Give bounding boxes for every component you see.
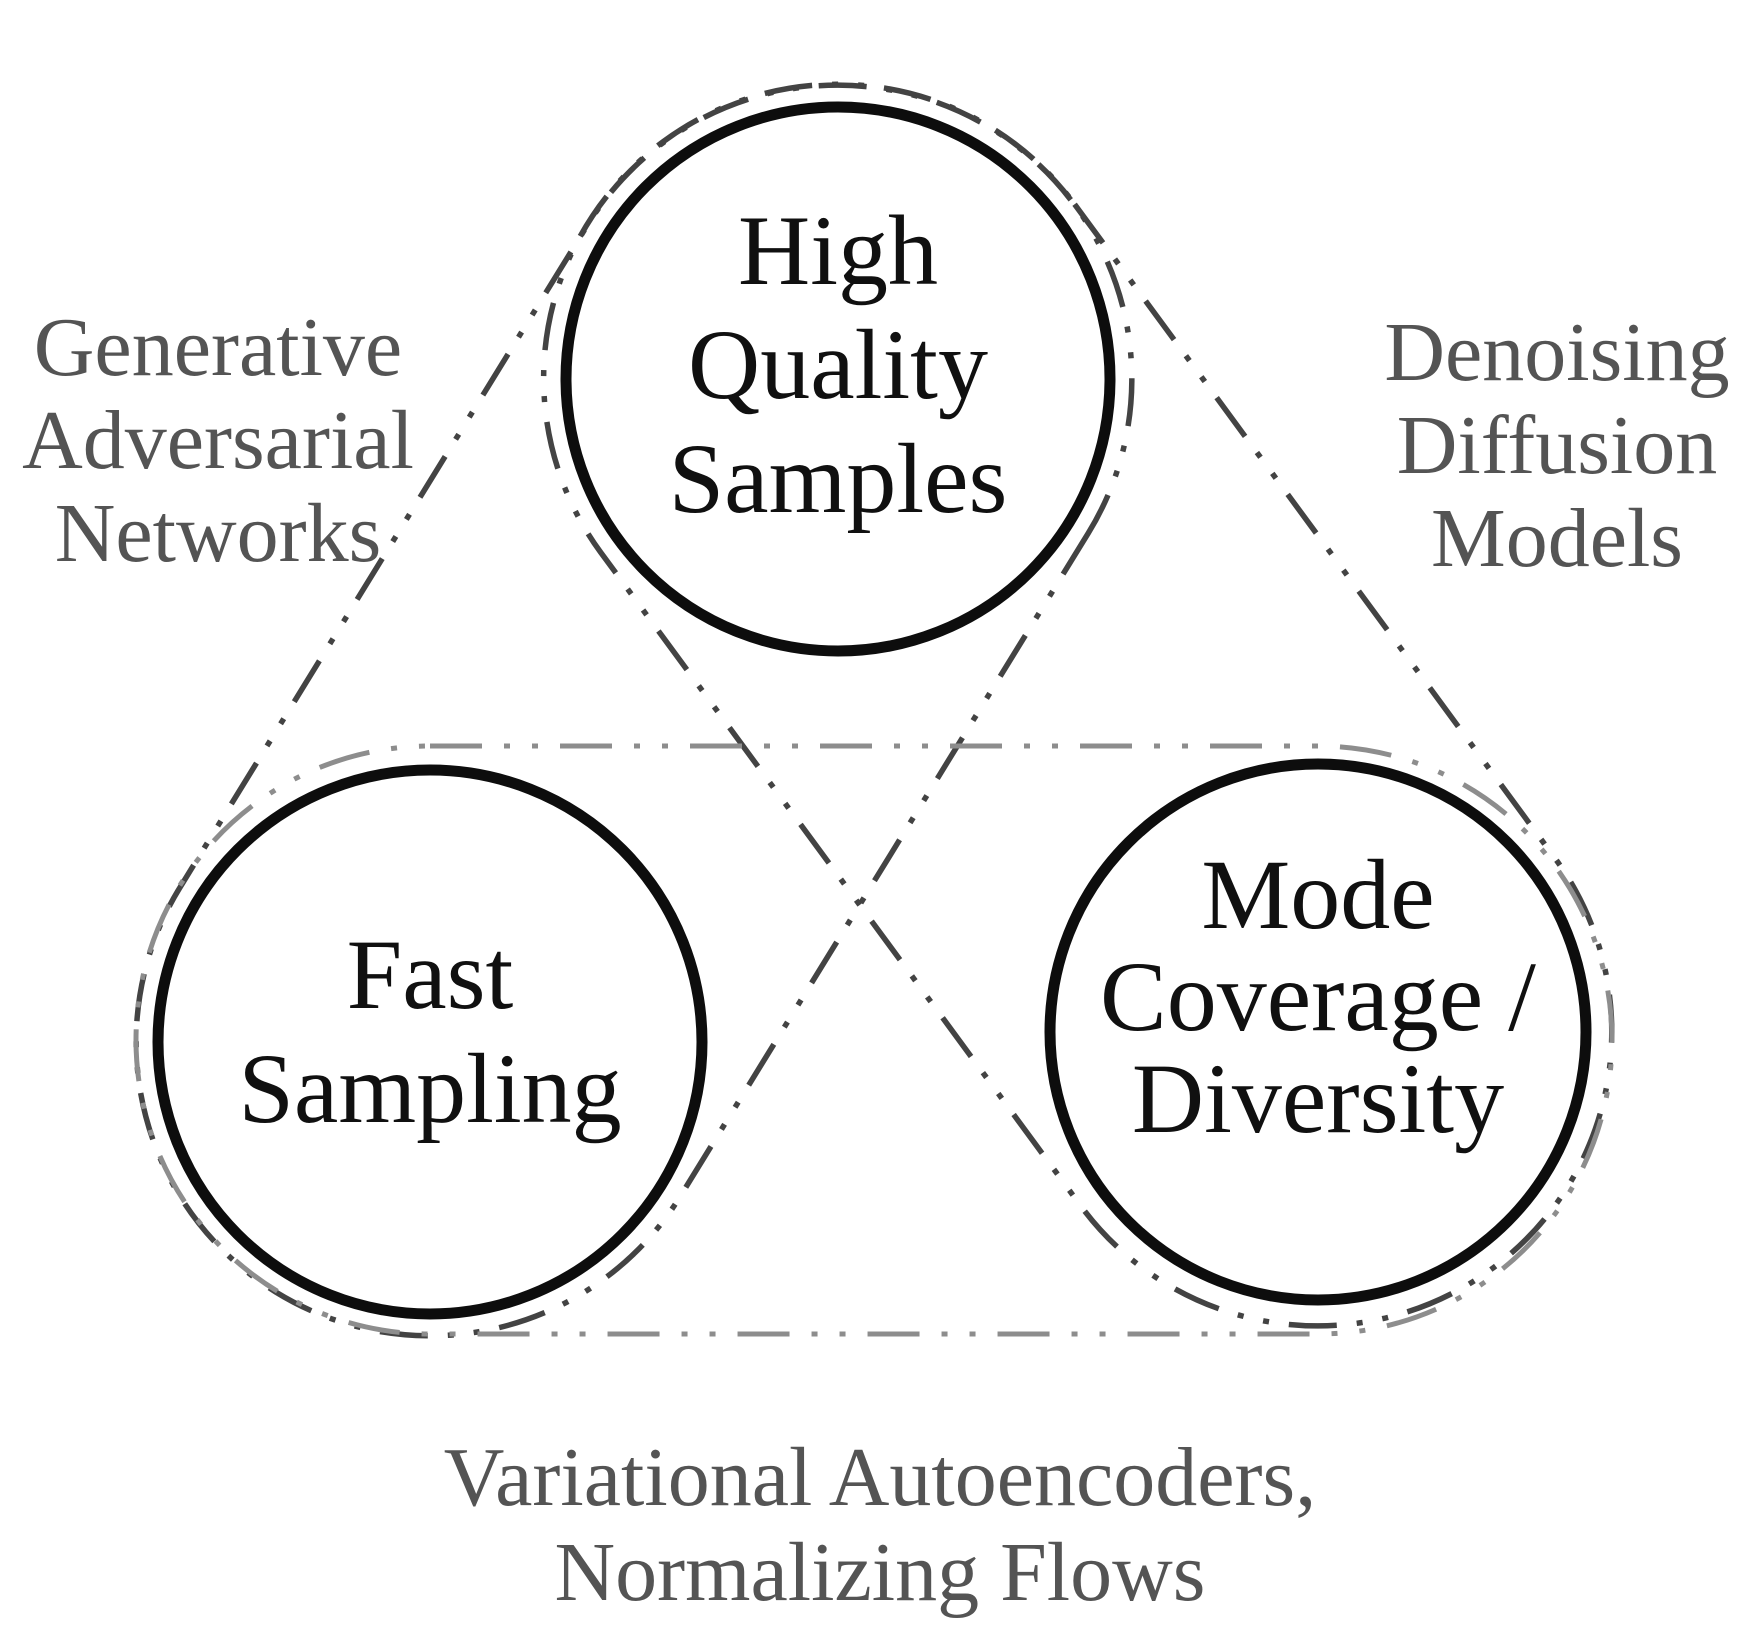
vae-nf-edge-label-line2: Normalizing Flows xyxy=(555,1526,1206,1619)
high-quality-samples-label-line1: High xyxy=(738,195,938,306)
fast-sampling-circle xyxy=(152,764,708,1320)
gan-edge-label: Generative Adversarial Networks xyxy=(22,301,414,580)
ddm-loop-outline xyxy=(540,81,1615,1329)
mode-coverage-diversity-label-line3: Diversity xyxy=(1132,1043,1504,1154)
ddm-edge-label-line1: Denoising xyxy=(1384,306,1729,399)
ddm-edge-label-line2: Diffusion xyxy=(1397,399,1717,492)
high-quality-samples-node: High Quality Samples xyxy=(560,101,1116,657)
vae-nf-edge-label-line1: Variational Autoencoders, xyxy=(444,1431,1316,1524)
fast-sampling-label-line1: Fast xyxy=(347,919,514,1030)
gan-edge-label-line1: Generative xyxy=(34,301,402,394)
vae-nf-loop-outline xyxy=(133,743,1615,1337)
ddm-edge-label: Denoising Diffusion Models xyxy=(1384,306,1729,585)
fast-sampling-node: Fast Sampling xyxy=(152,764,708,1320)
mode-coverage-diversity-label-line1: Mode xyxy=(1201,839,1434,950)
vae-nf-edge-label: Variational Autoencoders, Normalizing Fl… xyxy=(444,1431,1316,1619)
high-quality-samples-label-line3: Samples xyxy=(669,423,1008,534)
high-quality-samples-label-line2: Quality xyxy=(688,309,988,420)
ddm-edge-label-line3: Models xyxy=(1431,492,1683,585)
gan-edge-label-line3: Networks xyxy=(55,487,382,580)
mode-coverage-diversity-node: Mode Coverage / Diversity xyxy=(1044,758,1592,1306)
high-quality-samples-circle xyxy=(560,101,1116,657)
mode-coverage-diversity-label-line2: Coverage / xyxy=(1100,941,1536,1052)
fast-sampling-label-line2: Sampling xyxy=(238,1033,621,1144)
mode-coverage-diversity-circle xyxy=(1044,758,1592,1306)
gan-edge-label-line2: Adversarial xyxy=(22,394,414,487)
